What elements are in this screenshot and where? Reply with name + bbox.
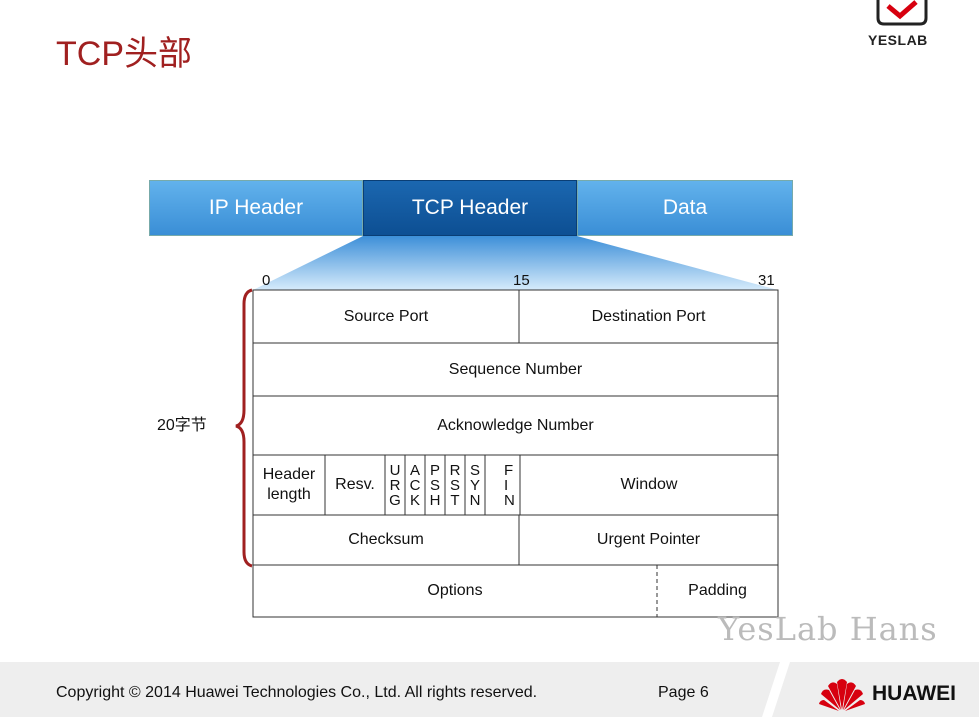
bit-label-end: 31 (758, 272, 775, 289)
sequence-number-field: Sequence Number (448, 360, 583, 378)
huawei-flower-icon (819, 679, 865, 711)
bit-label-mid: 15 (513, 272, 530, 289)
options-field: Options (427, 582, 483, 599)
size-brace (235, 288, 253, 568)
reserved-field: Resv. (335, 476, 375, 493)
window-field: Window (620, 476, 678, 493)
huawei-brand-text: HUAWEI (872, 682, 956, 705)
checksum-field: Checksum (348, 531, 424, 548)
header-size-label: 20字节 (157, 417, 207, 434)
bit-label-start: 0 (262, 272, 271, 289)
acknowledge-number-field: Acknowledge Number (437, 416, 594, 434)
padding-field: Padding (688, 582, 747, 599)
footer-divider-slash (762, 662, 790, 717)
watermark-text: YesLab Hans (718, 610, 938, 648)
yeslab-logo: YESLAB (866, 0, 946, 50)
footer-bar (0, 662, 979, 717)
destination-port-field: Destination Port (591, 307, 706, 325)
yeslab-logo-text: YESLAB (868, 32, 928, 48)
header-table-border (252, 289, 779, 618)
source-port-field: Source Port (343, 307, 429, 325)
yeslab-check-icon (876, 0, 928, 26)
page-number: Page 6 (658, 684, 709, 701)
expansion-wedge (253, 236, 778, 290)
copyright-text: Copyright © 2014 Huawei Technologies Co.… (56, 684, 538, 701)
urgent-pointer-field: Urgent Pointer (596, 531, 701, 548)
ip-header-block: IP Header (149, 180, 363, 236)
tcp-header-block: TCP Header (363, 180, 577, 236)
slide-title: TCP头部 (56, 35, 192, 73)
header-length-field: Header length (262, 466, 316, 503)
data-block: Data (577, 180, 793, 236)
